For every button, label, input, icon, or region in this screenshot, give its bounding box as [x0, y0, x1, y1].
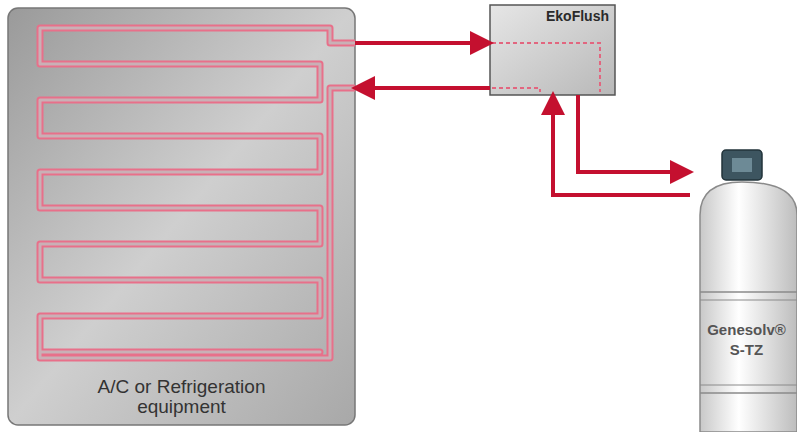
coil-tubing	[40, 28, 355, 358]
node-label: EkoFlush	[546, 8, 609, 24]
node-label: Genesolv® S-TZ	[706, 320, 788, 359]
internal-flow-dashes	[492, 43, 600, 92]
ekoflush-housing	[490, 5, 615, 95]
solvent-cylinder-node: Genesolv® S-TZ	[690, 148, 797, 432]
coil-inner	[40, 28, 355, 358]
solvent-cylinder	[700, 150, 797, 432]
flow-pipe	[578, 95, 690, 172]
flow-pipe	[355, 86, 490, 90]
flush-unit-box: EkoFlush	[490, 5, 615, 95]
equipment-housing	[8, 8, 355, 425]
node-label: A/C or Refrigeration equipment	[72, 377, 292, 417]
flow-pipe	[355, 41, 490, 45]
equipment-box: A/C or Refrigeration equipment	[8, 8, 355, 425]
flow-pipe	[553, 95, 690, 195]
coil-outline	[40, 28, 355, 358]
